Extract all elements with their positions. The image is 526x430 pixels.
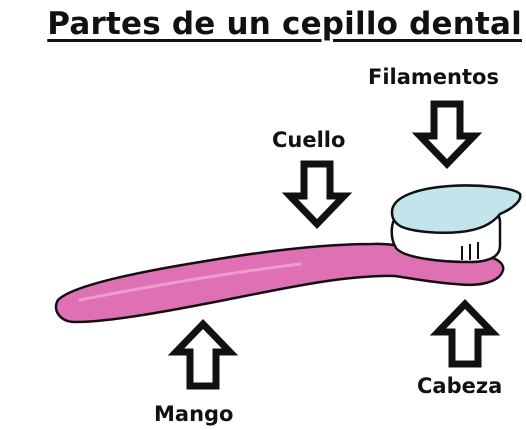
label-cabeza: Cabeza bbox=[417, 374, 503, 398]
bristle-lines bbox=[461, 242, 479, 260]
bristle-top bbox=[390, 184, 522, 234]
label-filamentos: Filamentos bbox=[368, 65, 499, 89]
arrow-down-icon-cuello bbox=[281, 160, 353, 230]
arrow-down-icon-filamentos bbox=[411, 100, 483, 170]
arrow-up-icon-cabeza bbox=[429, 298, 501, 368]
diagram-title: Partes de un cepillo dental bbox=[47, 6, 522, 42]
label-mango: Mango bbox=[154, 402, 234, 426]
label-cuello: Cuello bbox=[272, 128, 346, 152]
toothbrush-handle bbox=[54, 242, 505, 324]
arrow-up-icon-mango bbox=[167, 318, 239, 390]
